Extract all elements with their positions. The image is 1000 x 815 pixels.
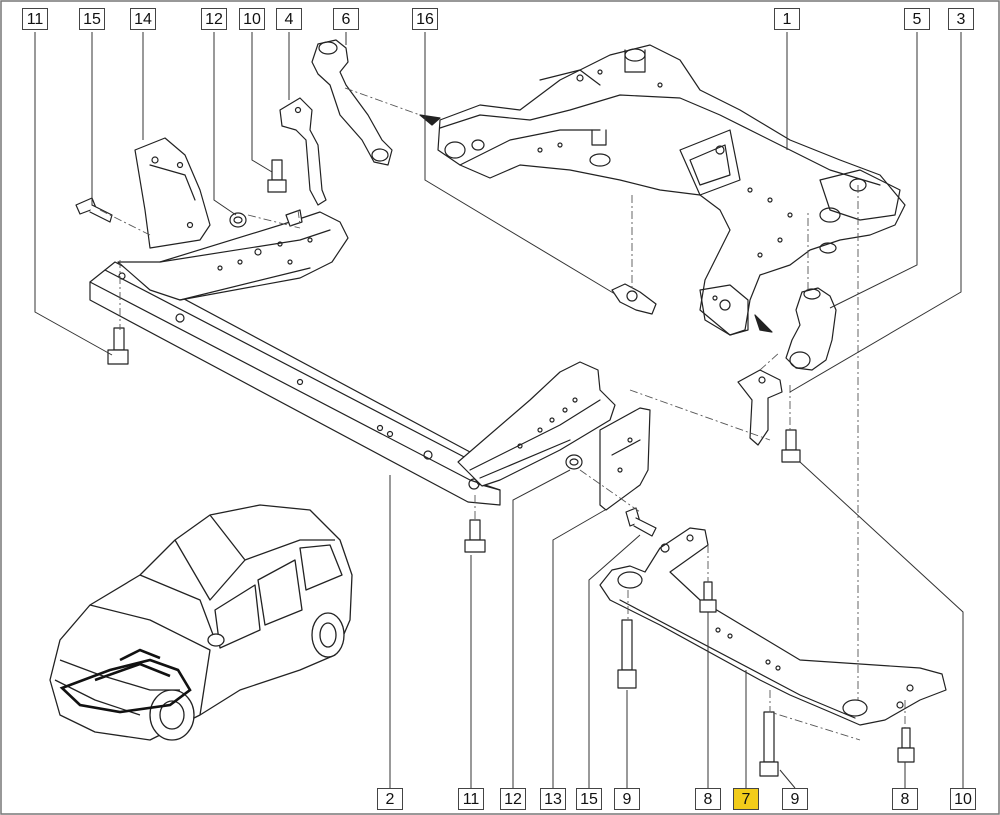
- callout-top-15[interactable]: 15: [79, 8, 105, 30]
- bolt-10-upper: [267, 159, 287, 193]
- bolt-9-long-left: [617, 619, 637, 689]
- part-4-bracket: [279, 97, 327, 227]
- leader-b9b: [779, 769, 796, 789]
- callout-bottom-2[interactable]: 2: [377, 788, 403, 810]
- part-1-subframe: [437, 44, 906, 336]
- bolt-11-right: [464, 519, 486, 553]
- part-13-plate: [599, 407, 651, 511]
- leader-t16: [424, 32, 616, 295]
- align-line: [579, 469, 641, 513]
- callout-top-6[interactable]: 6: [333, 8, 359, 30]
- part-14-bracket: [134, 137, 211, 249]
- leader-t5: [829, 32, 918, 309]
- align-line: [769, 690, 861, 741]
- callout-bottom-11[interactable]: 11: [458, 788, 484, 810]
- vehicle-subframe-highlight: [59, 648, 192, 714]
- callout-top-5[interactable]: 5: [904, 8, 930, 30]
- callout-bottom-8b[interactable]: 8: [892, 788, 918, 810]
- callout-bottom-15[interactable]: 15: [576, 788, 602, 810]
- leader-t3: [789, 32, 962, 393]
- callout-bottom-8[interactable]: 8: [695, 788, 721, 810]
- part-5-rear-mount: [785, 287, 837, 371]
- callout-top-14[interactable]: 14: [130, 8, 156, 30]
- callout-bottom-7-highlighted[interactable]: 7: [733, 788, 759, 810]
- part-3-bracket: [737, 369, 783, 446]
- callout-bottom-9[interactable]: 9: [614, 788, 640, 810]
- nut-12-right: [565, 454, 583, 470]
- callout-bottom-13[interactable]: 13: [540, 788, 566, 810]
- callout-top-12[interactable]: 12: [201, 8, 227, 30]
- leader-b12: [512, 469, 571, 788]
- align-line: [297, 209, 301, 226]
- callout-bottom-10[interactable]: 10: [950, 788, 976, 810]
- bolt-11-left: [107, 327, 129, 365]
- align-line: [759, 351, 781, 371]
- arrow-right: [754, 314, 773, 333]
- bolt-9-long-right: [759, 711, 779, 777]
- arrow-left: [419, 114, 441, 126]
- part-2-front-crossmember: [89, 261, 501, 506]
- align-line: [247, 214, 301, 229]
- bolt-15-right: [625, 507, 657, 537]
- align-line: [629, 389, 771, 441]
- callout-bottom-12[interactable]: 12: [500, 788, 526, 810]
- callout-top-16[interactable]: 16: [412, 8, 438, 30]
- part-6-mount-arm: [311, 39, 393, 166]
- leader-t12: [213, 32, 237, 216]
- left-bracket-arm: [117, 211, 349, 301]
- callout-top-11[interactable]: 11: [22, 8, 48, 30]
- callout-top-1[interactable]: 1: [774, 8, 800, 30]
- leader-b13: [552, 509, 606, 788]
- vehicle-illustration: [49, 504, 353, 741]
- align-line: [344, 87, 421, 116]
- bolt-8-middle: [699, 581, 717, 613]
- bolt-10-lower: [781, 429, 801, 463]
- callout-top-3[interactable]: 3: [948, 8, 974, 30]
- part-16-clip: [611, 283, 657, 315]
- align-line: [99, 209, 151, 236]
- bolt-8-right: [897, 727, 915, 763]
- part-7-tie-bar: [599, 527, 947, 726]
- leader-b10: [799, 461, 964, 788]
- nut-12-left: [229, 212, 247, 228]
- bolt-15-left: [75, 197, 113, 223]
- right-bracket-arm: [457, 361, 616, 487]
- leader-t11: [34, 32, 113, 356]
- leader-b15: [588, 534, 641, 788]
- callout-top-10[interactable]: 10: [239, 8, 265, 30]
- callout-bottom-9b[interactable]: 9: [782, 788, 808, 810]
- leader-t10: [251, 32, 273, 173]
- callout-top-4[interactable]: 4: [276, 8, 302, 30]
